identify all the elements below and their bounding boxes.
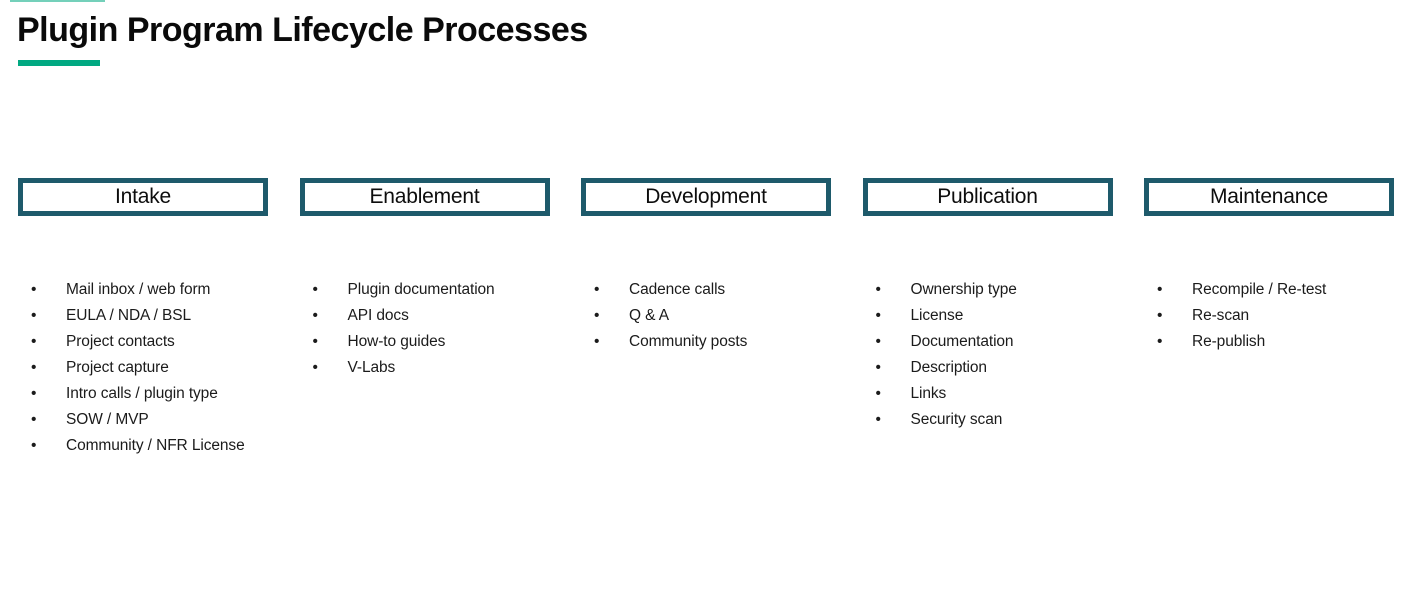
lifecycle-column: Enablement Plugin documentationAPI docsH… bbox=[299, 178, 550, 459]
stage-list-item: API docs bbox=[300, 303, 550, 329]
stage-header-box: Maintenance bbox=[1144, 178, 1394, 216]
page-title: Plugin Program Lifecycle Processes bbox=[17, 11, 588, 49]
stage-list-item: Plugin documentation bbox=[300, 277, 550, 303]
stage-list-item: Re-scan bbox=[1144, 303, 1394, 329]
stage-list-item: V-Labs bbox=[300, 355, 550, 381]
stage-header-box: Enablement bbox=[299, 178, 550, 216]
stage-item-list: Mail inbox / web formEULA / NDA / BSLPro… bbox=[18, 277, 268, 459]
stage-header-label: Enablement bbox=[369, 185, 480, 208]
stage-list-item: License bbox=[863, 303, 1113, 329]
stage-list-item: How-to guides bbox=[300, 329, 550, 355]
slide-header: Plugin Program Lifecycle Processes bbox=[17, 10, 588, 66]
stage-list-item: Ownership type bbox=[863, 277, 1113, 303]
stage-header-box: Publication bbox=[862, 178, 1113, 216]
stage-list-item: SOW / MVP bbox=[18, 407, 268, 433]
stage-item-list: Recompile / Re-testRe-scanRe-publish bbox=[1144, 277, 1394, 355]
stage-item-list: Plugin documentationAPI docsHow-to guide… bbox=[300, 277, 550, 381]
stage-list-item: Links bbox=[863, 381, 1113, 407]
lifecycle-column: Development Cadence callsQ & ACommunity … bbox=[581, 178, 831, 459]
stage-list-item: Documentation bbox=[863, 329, 1113, 355]
stage-list-item: Description bbox=[863, 355, 1113, 381]
stage-header-label: Maintenance bbox=[1209, 185, 1329, 208]
stage-header-label: Development bbox=[645, 185, 767, 208]
lifecycle-column: Publication Ownership typeLicenseDocumen… bbox=[862, 178, 1113, 459]
stage-list-item: Q & A bbox=[581, 303, 831, 329]
stage-header-label: Intake bbox=[114, 185, 171, 208]
stage-list-item: Mail inbox / web form bbox=[18, 277, 268, 303]
stage-header-box: Intake bbox=[18, 178, 268, 216]
title-underline-accent bbox=[18, 59, 100, 66]
stage-header-box: Development bbox=[581, 178, 831, 216]
stage-list-item: Project capture bbox=[18, 355, 268, 381]
stage-header-label: Publication bbox=[937, 185, 1038, 208]
stage-item-list: Cadence callsQ & ACommunity posts bbox=[581, 277, 831, 355]
lifecycle-column: Intake Mail inbox / web formEULA / NDA /… bbox=[18, 178, 268, 459]
stage-item-list: Ownership typeLicenseDocumentationDescri… bbox=[863, 277, 1113, 433]
lifecycle-columns: Intake Mail inbox / web formEULA / NDA /… bbox=[18, 178, 1394, 459]
stage-list-item: Intro calls / plugin type bbox=[18, 381, 268, 407]
stage-list-item: Recompile / Re-test bbox=[1144, 277, 1394, 303]
stage-list-item: Cadence calls bbox=[581, 277, 831, 303]
lifecycle-column: Maintenance Recompile / Re-testRe-scanRe… bbox=[1144, 178, 1394, 459]
stage-list-item: Community / NFR License bbox=[18, 433, 268, 459]
stage-list-item: Community posts bbox=[581, 329, 831, 355]
top-edge-green-sliver bbox=[10, 0, 105, 2]
stage-list-item: Re-publish bbox=[1144, 329, 1394, 355]
stage-list-item: Security scan bbox=[863, 407, 1113, 433]
stage-list-item: Project contacts bbox=[18, 329, 268, 355]
stage-list-item: EULA / NDA / BSL bbox=[18, 303, 268, 329]
